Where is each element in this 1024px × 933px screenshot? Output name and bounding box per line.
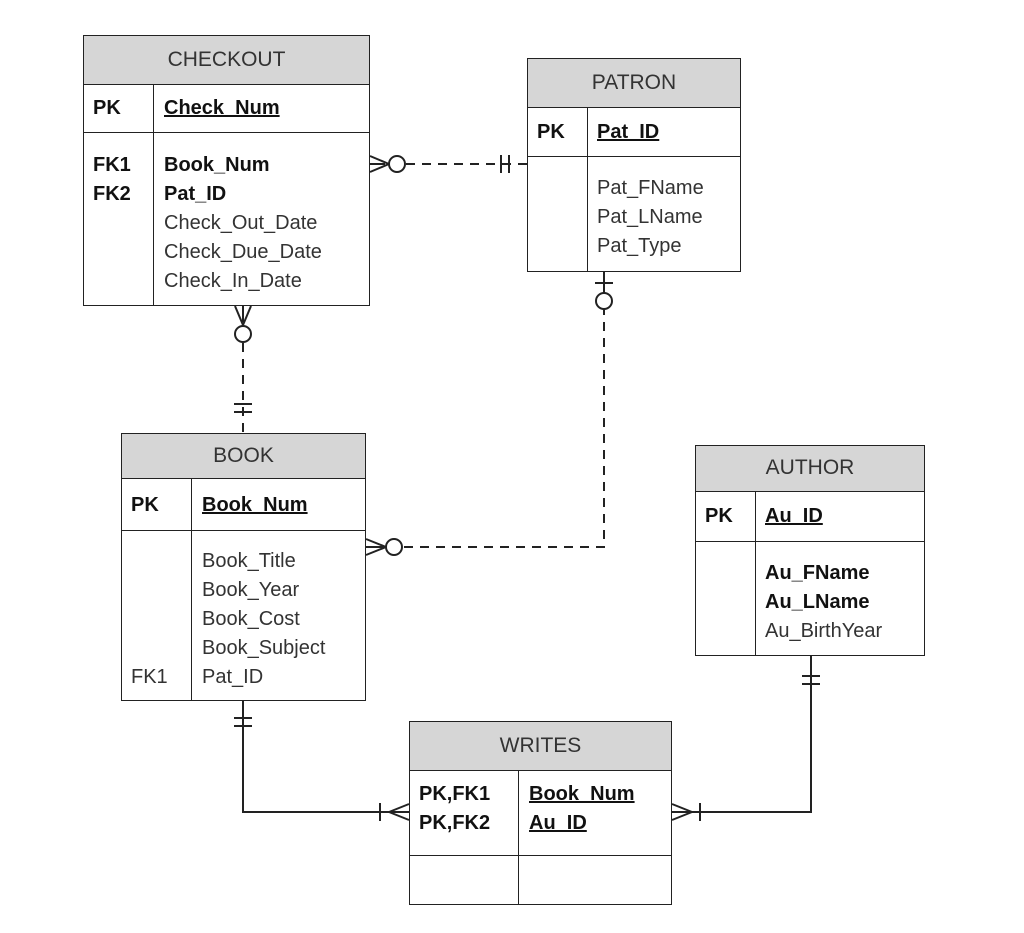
pk-section	[696, 492, 924, 542]
rel-checkout-patron	[369, 155, 527, 173]
attribute: Book_Year	[202, 579, 300, 601]
entity-title: PATRON	[528, 59, 740, 108]
attribute: Book_Num	[164, 154, 270, 176]
entity-title: AUTHOR	[696, 446, 924, 492]
attribute: Check_Due_Date	[164, 241, 322, 263]
attribute: Pat_ID	[202, 666, 264, 688]
column-divider	[755, 492, 756, 655]
pk-section	[84, 85, 369, 133]
pk-attribute: Check_Num	[164, 97, 280, 119]
column-divider	[153, 85, 154, 305]
column-divider	[587, 108, 588, 271]
entity-author: AUTHOR PK Au_ID Au_FName Au_LName Au_Bir…	[695, 445, 925, 656]
attribute: Au_BirthYear	[765, 620, 883, 642]
entity-title: CHECKOUT	[84, 36, 369, 85]
pk-attribute: Au_ID	[765, 505, 823, 527]
attribute: Book_Cost	[202, 608, 300, 630]
attribute: Pat_FName	[597, 177, 704, 199]
pk-section	[122, 479, 365, 531]
entity-title: BOOK	[122, 434, 365, 479]
attribute: Book_Title	[202, 550, 296, 572]
column-divider	[191, 479, 192, 700]
entity-title: WRITES	[410, 722, 671, 771]
entity-checkout: CHECKOUT PK Check_Num FK1 FK2 Book_Num P…	[83, 35, 370, 306]
pk-label: PK,FK2	[419, 812, 491, 834]
column-divider	[518, 771, 519, 904]
pk-attribute: Pat_ID	[597, 121, 660, 143]
pk-label: PK	[93, 97, 121, 119]
attribute: Pat_Type	[597, 235, 682, 257]
fk-label: FK1	[93, 154, 131, 176]
pk-attribute: Book_Num	[529, 783, 635, 805]
attribute: Check_In_Date	[164, 270, 302, 292]
rel-book-writes	[234, 700, 410, 821]
rel-checkout-book	[234, 305, 252, 433]
fk-label: FK1	[131, 666, 168, 688]
entity-patron: PATRON PK Pat_ID Pat_FName Pat_LName Pat…	[527, 58, 741, 272]
pk-section	[410, 771, 671, 856]
attribute: Book_Subject	[202, 637, 326, 659]
attribute: Check_Out_Date	[164, 212, 318, 234]
pk-label: PK,FK1	[419, 783, 491, 805]
attribute: Pat_ID	[164, 183, 227, 205]
pk-section	[528, 108, 740, 157]
attribute: Pat_LName	[597, 206, 703, 228]
rel-book-patron	[365, 271, 613, 556]
attribute: Au_LName	[765, 591, 870, 613]
entity-writes: WRITES PK,FK1 PK,FK2 Book_Num Au_ID	[409, 721, 672, 905]
rel-author-writes	[671, 655, 820, 821]
pk-label: PK	[705, 505, 733, 527]
pk-label: PK	[131, 494, 159, 516]
attribute: Au_FName	[765, 562, 870, 584]
fk-label: FK2	[93, 183, 131, 205]
entity-book: BOOK PK Book_Num Book_Title Book_Year Bo…	[121, 433, 366, 701]
pk-attribute: Book_Num	[202, 494, 308, 516]
pk-attribute: Au_ID	[529, 812, 587, 834]
pk-label: PK	[537, 121, 565, 143]
